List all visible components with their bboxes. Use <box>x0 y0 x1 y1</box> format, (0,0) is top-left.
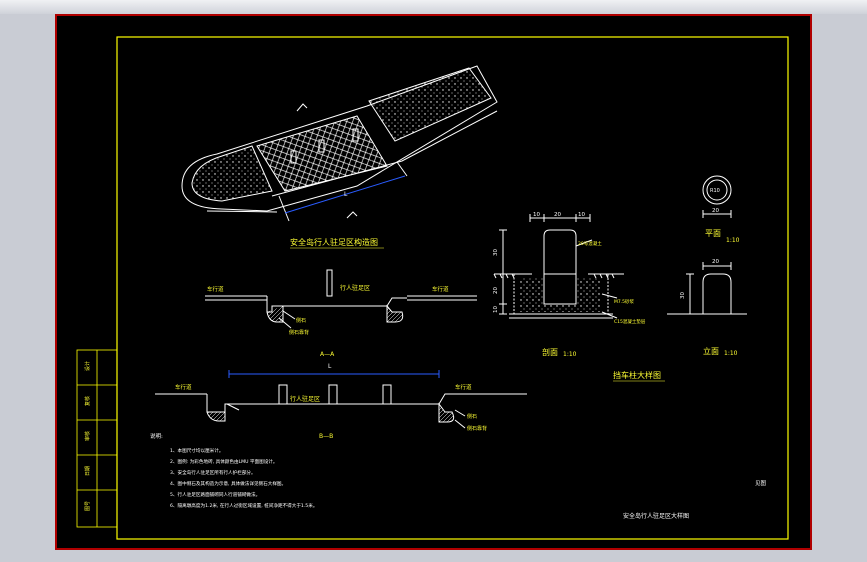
bollard-label-base: 20号混凝土 <box>578 240 602 247</box>
note-item: 1、本图尺寸均以厘米计。 <box>170 447 223 454</box>
bb-mark-bottom: B—B <box>319 433 333 440</box>
bollard-plan-radius: R10 <box>710 188 720 194</box>
aa-label-left: 车行道 <box>207 285 224 293</box>
bollard-elev-label: 立面 <box>703 346 719 356</box>
title-cell: 审核 <box>84 431 91 441</box>
bollard-elevation <box>667 262 747 315</box>
aa-label-curb: 侧石 <box>296 317 306 324</box>
note-item: 5、行人驻足区路面铺砌同人行道铺砌做法。 <box>170 491 260 498</box>
note-item: 6、隔离墩高度为1.2米, 在行人过街区域设置, 桩间净距不得大于1.5米。 <box>170 502 317 509</box>
drawing-sheet: L 安全岛行人驻足区构造图 车行道 行人驻足区 车行道 侧石 侧石靠背 A—A <box>55 14 812 550</box>
bb-mark-top: A—A <box>320 351 335 358</box>
bollard-dim-left: 20 <box>493 287 499 294</box>
side-title-strip <box>76 349 118 528</box>
title-cell: 图号 <box>85 501 91 511</box>
section-bb <box>155 370 527 429</box>
bb-label-curb: 侧石 <box>467 413 477 420</box>
bollard-section-label: 剖面 <box>542 347 558 357</box>
bb-label-zone: 行人驻足区 <box>290 395 320 403</box>
bollard-dim-left: 30 <box>493 249 499 256</box>
bollard-section <box>493 214 624 319</box>
plan-view: L <box>181 65 498 222</box>
aa-label-right: 车行道 <box>432 285 449 293</box>
bollard-label-sand: M7.5砂浆 <box>614 298 635 305</box>
bollard-dim-top: 20 <box>554 212 561 218</box>
bollard-label-bed: C15混凝土垫层 <box>614 318 646 325</box>
sheet-title: 安全岛行人驻足区大样图 <box>623 512 689 520</box>
plan-caption: 安全岛行人驻足区构造图 <box>290 237 378 247</box>
title-cell: 设计 <box>84 361 91 371</box>
aa-label-foundation: 侧石靠背 <box>289 329 309 336</box>
bollard-section-scale: 1:10 <box>563 351 577 358</box>
bollard-dim-top: 10 <box>578 212 585 218</box>
bollard-plan-label: 平面 <box>705 229 721 238</box>
bollard-dim-left: 10 <box>493 306 499 313</box>
bollard-plan-dim: 20 <box>712 208 719 214</box>
inner-frame <box>116 36 789 540</box>
title-cell: 复核 <box>84 396 91 406</box>
note-item: 3、安全岛行人驻足区所有行人护栏部分。 <box>170 469 256 476</box>
bb-label-left: 车行道 <box>175 383 192 391</box>
window-top-strip <box>0 0 867 14</box>
note-item: 2、图例: 为彩色地砖, 具体颜色由LMU 平面图设计。 <box>170 458 277 465</box>
bb-label-foundation: 侧石靠背 <box>467 425 487 432</box>
bollard-elev-dim-h: 30 <box>680 292 686 299</box>
plan-dim-label: L <box>344 191 348 198</box>
bollard-elev-dim-w: 20 <box>712 259 719 265</box>
bollard-elev-scale: 1:10 <box>724 350 738 357</box>
note-item: 4、图中侧石及其构造为示意, 具体做法详见侧石大样图。 <box>170 480 286 487</box>
notes-heading: 说明: <box>150 432 163 440</box>
bollard-plan <box>702 175 732 218</box>
bollard-dim-top: 10 <box>533 212 540 218</box>
sheet-note: 见图 <box>755 479 767 487</box>
cad-drawing: L 安全岛行人驻足区构造图 车行道 行人驻足区 车行道 侧石 侧石靠背 A—A <box>76 36 789 540</box>
aa-label-zone: 行人驻足区 <box>340 284 370 292</box>
section-aa <box>205 269 477 329</box>
bollard-plan-scale: 1:10 <box>726 237 740 244</box>
title-cell: 日期 <box>85 466 91 476</box>
bollard-title: 挡车柱大样图 <box>613 370 661 380</box>
bb-dim-label: L <box>328 363 332 370</box>
notes-block: 说明: 1、本图尺寸均以厘米计。 2、图例: 为彩色地砖, 具体颜色由LMU 平… <box>150 432 317 509</box>
bb-label-right: 车行道 <box>455 383 472 391</box>
